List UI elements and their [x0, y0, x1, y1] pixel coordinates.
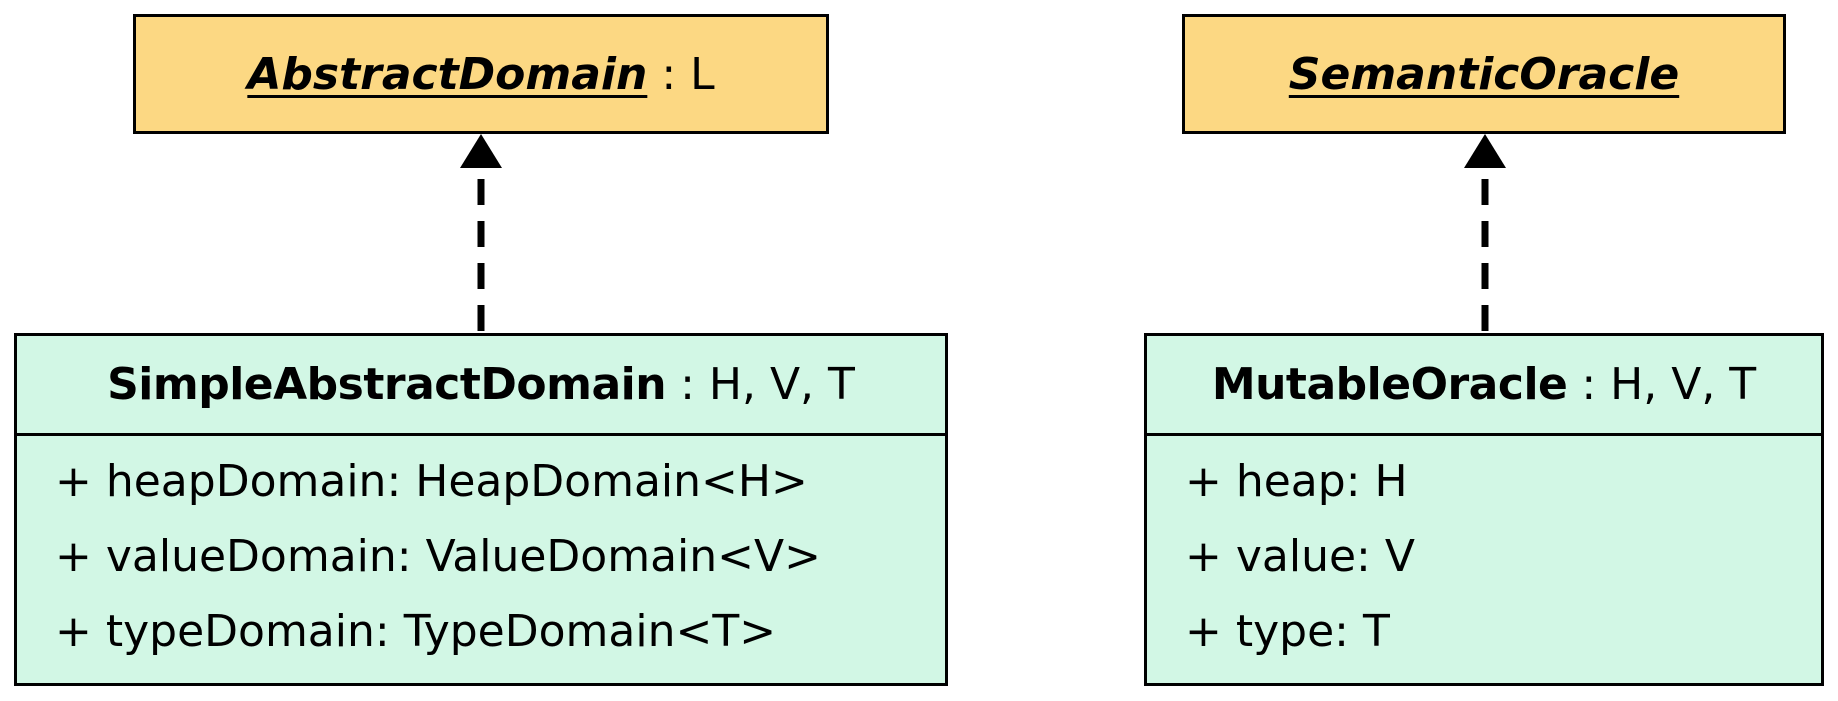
interface-name: SemanticOracle [1288, 48, 1680, 100]
class-mutable-oracle: MutableOracle : H, V, T + heap: H + valu… [1144, 333, 1824, 686]
interface-semantic-oracle: SemanticOracle [1182, 14, 1786, 134]
realization-arrow-abstract-domain [460, 134, 502, 331]
realization-arrowhead [1464, 134, 1506, 168]
class-separator: : [666, 359, 709, 410]
class-attribute: + valueDomain: ValueDomain<V> [55, 531, 821, 582]
class-type-params: H, V, T [1610, 359, 1757, 410]
class-attribute: + heap: H [1185, 456, 1408, 507]
realization-arrowhead [460, 134, 502, 168]
class-name: MutableOracle [1211, 359, 1568, 410]
interface-abstract-domain: AbstractDomain : L [133, 14, 829, 134]
class-attributes: + heap: H + value: V + type: T [1147, 436, 1821, 669]
realization-arrow-semantic-oracle [1464, 134, 1506, 331]
class-attribute: + value: V [1185, 531, 1415, 582]
interface-type-params: L [690, 48, 715, 100]
interface-name: AbstractDomain [247, 48, 648, 100]
class-attribute: + heapDomain: HeapDomain<H> [55, 456, 808, 507]
class-attribute: + type: T [1185, 606, 1390, 657]
class-type-params: H, V, T [708, 359, 855, 410]
class-name: SimpleAbstractDomain [107, 359, 667, 410]
class-header: MutableOracle : H, V, T [1147, 336, 1821, 436]
class-simple-abstract-domain: SimpleAbstractDomain : H, V, T + heapDom… [14, 333, 948, 686]
interface-separator: : [647, 48, 691, 100]
class-attributes: + heapDomain: HeapDomain<H> + valueDomai… [17, 436, 945, 669]
class-separator: : [1567, 359, 1611, 410]
class-attribute: + typeDomain: TypeDomain<T> [55, 606, 777, 657]
class-header: SimpleAbstractDomain : H, V, T [17, 336, 945, 436]
